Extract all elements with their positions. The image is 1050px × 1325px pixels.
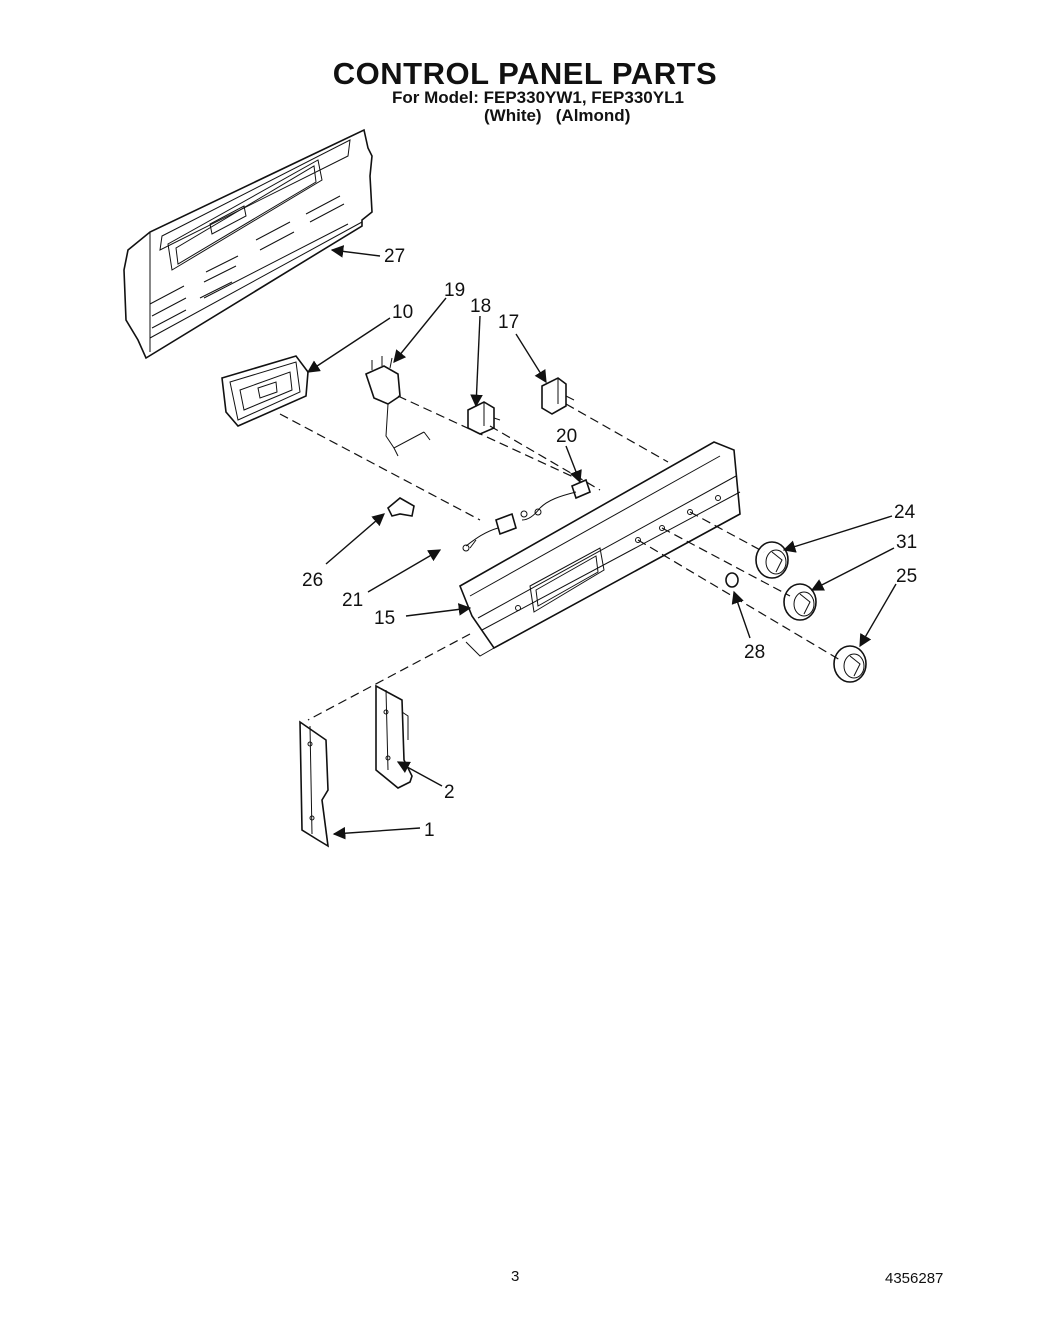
callout-18: 18 (470, 296, 491, 317)
button-28 (725, 572, 739, 588)
callout-24: 24 (894, 502, 916, 523)
model-numbers: For Model: FEP330YW1, FEP330YL1 (392, 88, 684, 107)
bracket-2 (375, 684, 413, 789)
document-number: 4356287 (885, 1270, 944, 1287)
callout-20: 20 (556, 426, 577, 447)
callout-28: 28 (744, 642, 765, 663)
control-panel-15 (458, 441, 741, 657)
knob-31 (783, 583, 817, 621)
rear-panel-27 (123, 128, 373, 360)
callout-17: 17 (498, 312, 519, 333)
callout-21: 21 (342, 590, 363, 611)
callout-2: 2 (444, 782, 455, 803)
clip-26 (387, 497, 415, 517)
callout-10: 10 (392, 302, 413, 323)
callout-25: 25 (896, 566, 917, 587)
page-number: 3 (511, 1268, 520, 1285)
callout-31: 31 (896, 532, 917, 553)
callout-1: 1 (424, 820, 435, 841)
page-title: CONTROL PANEL PARTS (332, 56, 718, 91)
callout-27: 27 (384, 246, 405, 267)
harness-20-21 (462, 478, 591, 552)
bracket-1 (299, 720, 330, 848)
callout-19: 19 (444, 280, 465, 301)
switch-17 (541, 377, 575, 415)
callout-15: 15 (374, 608, 395, 629)
knob-24 (755, 541, 789, 579)
knob-25 (833, 645, 867, 683)
callout-26: 26 (302, 570, 323, 591)
switch-19 (365, 356, 431, 457)
model-colors: (White) (Almond) (484, 106, 631, 125)
display-10 (221, 355, 309, 427)
